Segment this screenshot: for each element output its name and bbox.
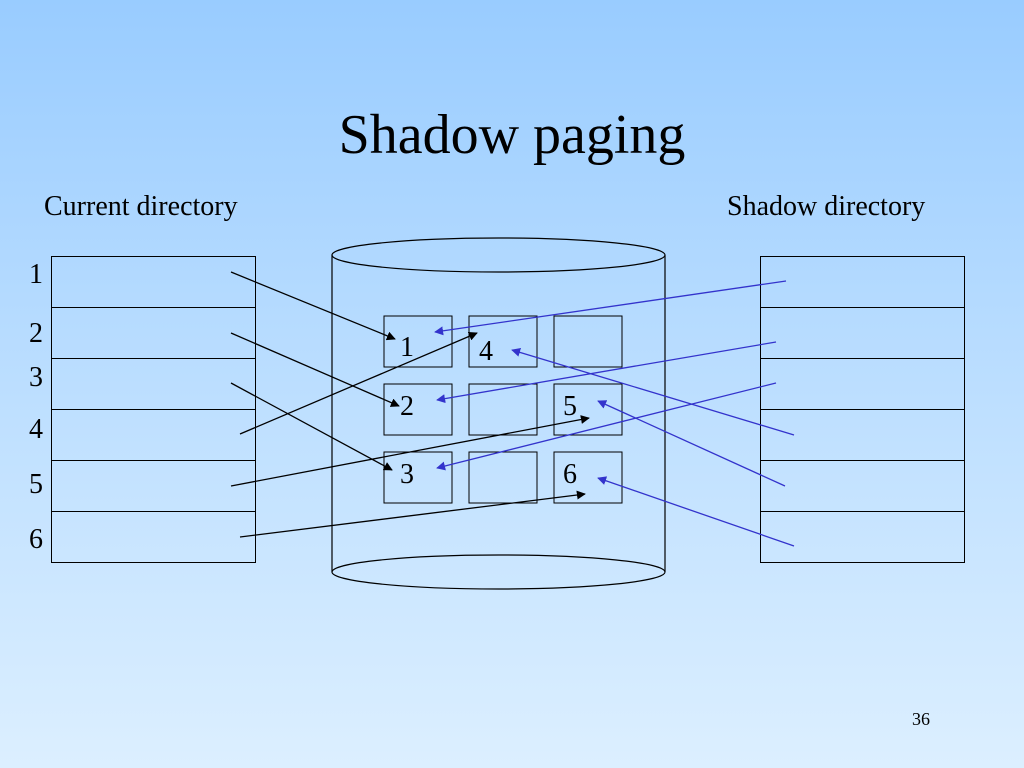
current-directory-entry	[52, 461, 255, 512]
disk-page-block	[383, 315, 453, 368]
shadow-pointer-6	[597, 476, 795, 547]
shadow-pointer-2	[436, 341, 777, 404]
disk-cylinder	[331, 237, 666, 590]
disk-page-block	[553, 451, 623, 504]
slide-number: 36	[912, 709, 930, 729]
shadow-pointer-1	[434, 280, 787, 336]
shadow-directory-entry	[761, 257, 964, 308]
shadow-directory-entry	[761, 461, 964, 512]
disk-page-block	[553, 383, 623, 436]
row-number-6: 6	[29, 524, 43, 555]
slide-title: Shadow paging	[338, 104, 686, 166]
disk-pages	[383, 315, 623, 504]
shadow-pointer-4	[511, 348, 795, 436]
shadow-directory-table	[760, 256, 965, 563]
disk-page-label-2: 2	[400, 391, 414, 422]
current-directory-label: Current directory	[44, 191, 238, 222]
row-number-4: 4	[29, 414, 43, 445]
current-directory-entry	[52, 257, 255, 308]
disk-page-block	[468, 451, 538, 504]
current-pointer-6	[239, 490, 586, 538]
current-directory-entry	[52, 359, 255, 410]
row-number-3: 3	[29, 362, 43, 393]
disk-page-label-3: 3	[400, 459, 414, 490]
current-pointer-3	[230, 382, 393, 471]
disk-page-block	[468, 315, 538, 368]
current-pointer-5	[230, 415, 590, 487]
current-directory-entry	[52, 410, 255, 461]
disk-page-label-6: 6	[563, 459, 577, 490]
shadow-directory-label: Shadow directory	[727, 191, 926, 222]
disk-page-label-4: 4	[479, 336, 493, 367]
current-pointer-2	[230, 332, 400, 407]
disk-page-block	[383, 383, 453, 436]
shadow-directory-entry	[761, 359, 964, 410]
current-pointer-1	[230, 271, 396, 341]
disk-page-label-5: 5	[563, 391, 577, 422]
row-number-1: 1	[29, 259, 43, 290]
disk-page-block	[468, 383, 538, 436]
current-directory-pointers	[230, 271, 590, 538]
cylinder-bottom	[331, 554, 666, 590]
current-directory-entry	[52, 308, 255, 359]
disk-page-block	[553, 315, 623, 368]
current-directory-table	[51, 256, 256, 563]
cylinder-top	[331, 237, 666, 273]
shadow-directory-entry	[761, 410, 964, 461]
shadow-pointer-3	[436, 382, 777, 471]
shadow-directory-pointers	[434, 280, 795, 547]
row-number-5: 5	[29, 469, 43, 500]
disk-page-block	[383, 451, 453, 504]
shadow-pointer-5	[597, 400, 786, 487]
disk-page-label-1: 1	[400, 332, 414, 363]
row-number-2: 2	[29, 318, 43, 349]
shadow-directory-entry	[761, 308, 964, 359]
current-pointer-4	[239, 332, 478, 435]
